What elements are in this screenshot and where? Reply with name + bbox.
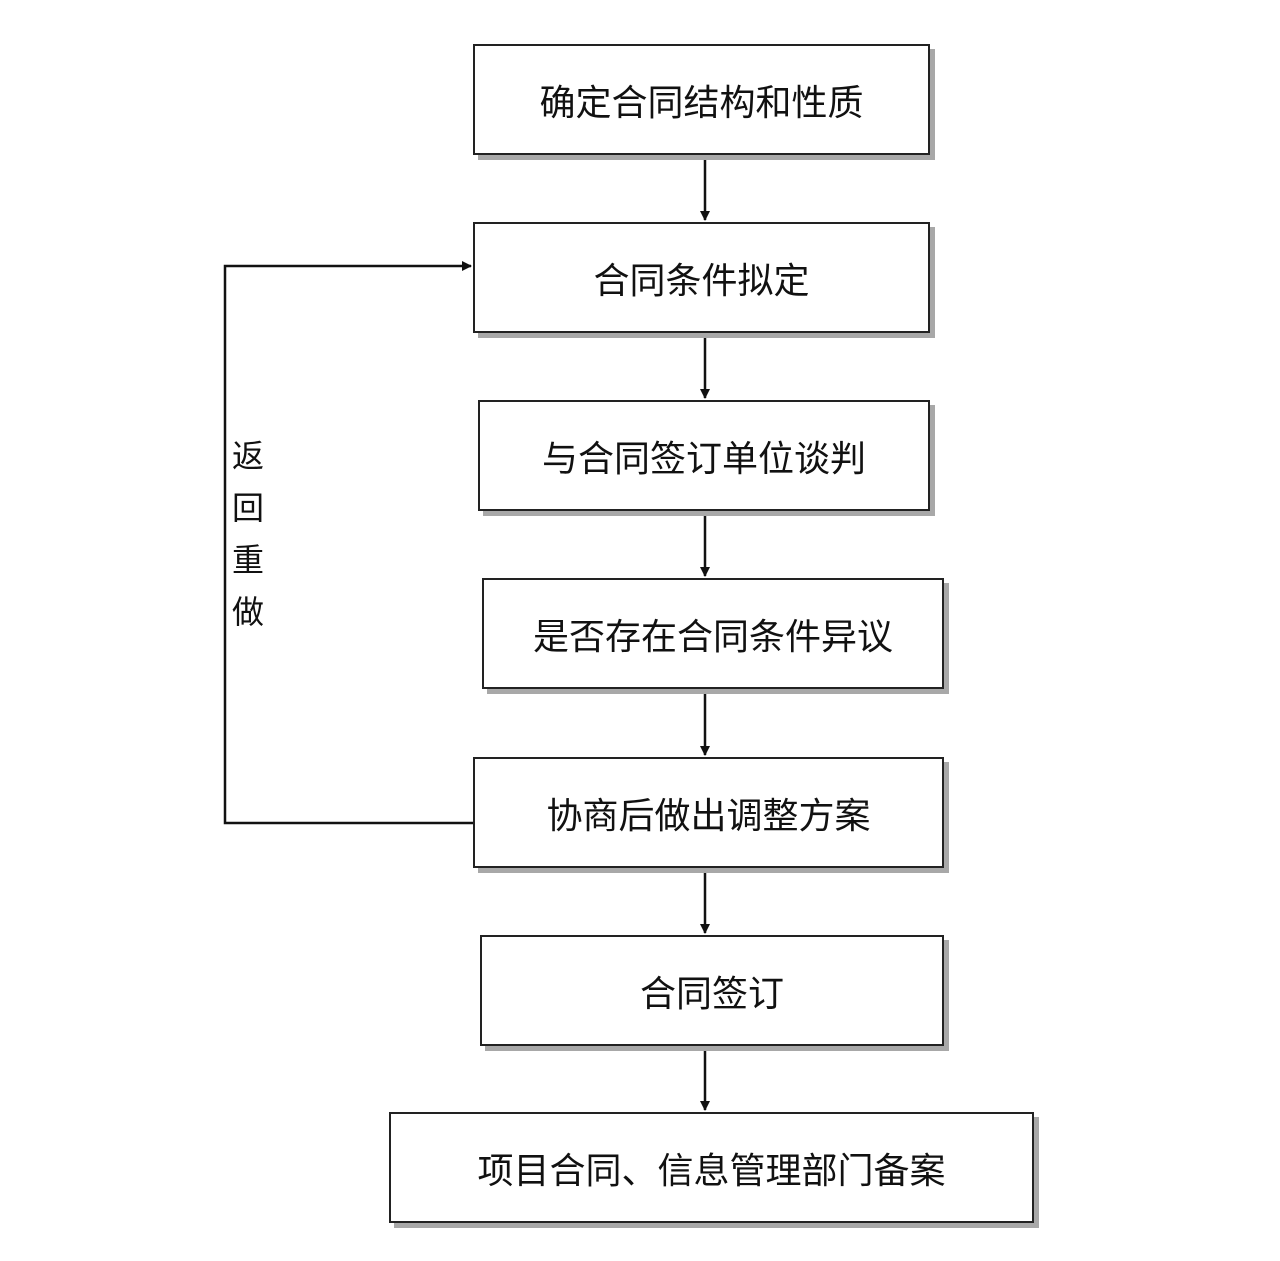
step-label: 是否存在合同条件异议 xyxy=(532,616,893,658)
loop-label: 返 回 重 做 xyxy=(228,430,268,638)
feedback-loop-arrow xyxy=(223,261,473,825)
step-determine-structure: 确定合同结构和性质 xyxy=(473,44,930,155)
loop-char: 做 xyxy=(231,593,264,631)
step-file-record: 项目合同、信息管理部门备案 xyxy=(389,1112,1034,1223)
loop-char: 重 xyxy=(231,541,264,579)
step-adjustment-plan: 协商后做出调整方案 xyxy=(473,757,944,868)
step-label: 合同条件拟定 xyxy=(593,260,810,302)
step-label: 项目合同、信息管理部门备案 xyxy=(477,1150,946,1192)
step-label: 确定合同结构和性质 xyxy=(539,82,864,124)
step-label: 与合同签订单位谈判 xyxy=(541,438,866,480)
step-sign-contract: 合同签订 xyxy=(480,935,944,1046)
loop-char: 回 xyxy=(231,489,264,527)
step-negotiate: 与合同签订单位谈判 xyxy=(478,400,930,511)
loop-char: 返 xyxy=(231,437,264,475)
step-label: 合同签订 xyxy=(639,973,784,1015)
step-draft-conditions: 合同条件拟定 xyxy=(473,222,930,333)
step-label: 协商后做出调整方案 xyxy=(546,795,871,837)
step-check-objections: 是否存在合同条件异议 xyxy=(482,578,944,689)
